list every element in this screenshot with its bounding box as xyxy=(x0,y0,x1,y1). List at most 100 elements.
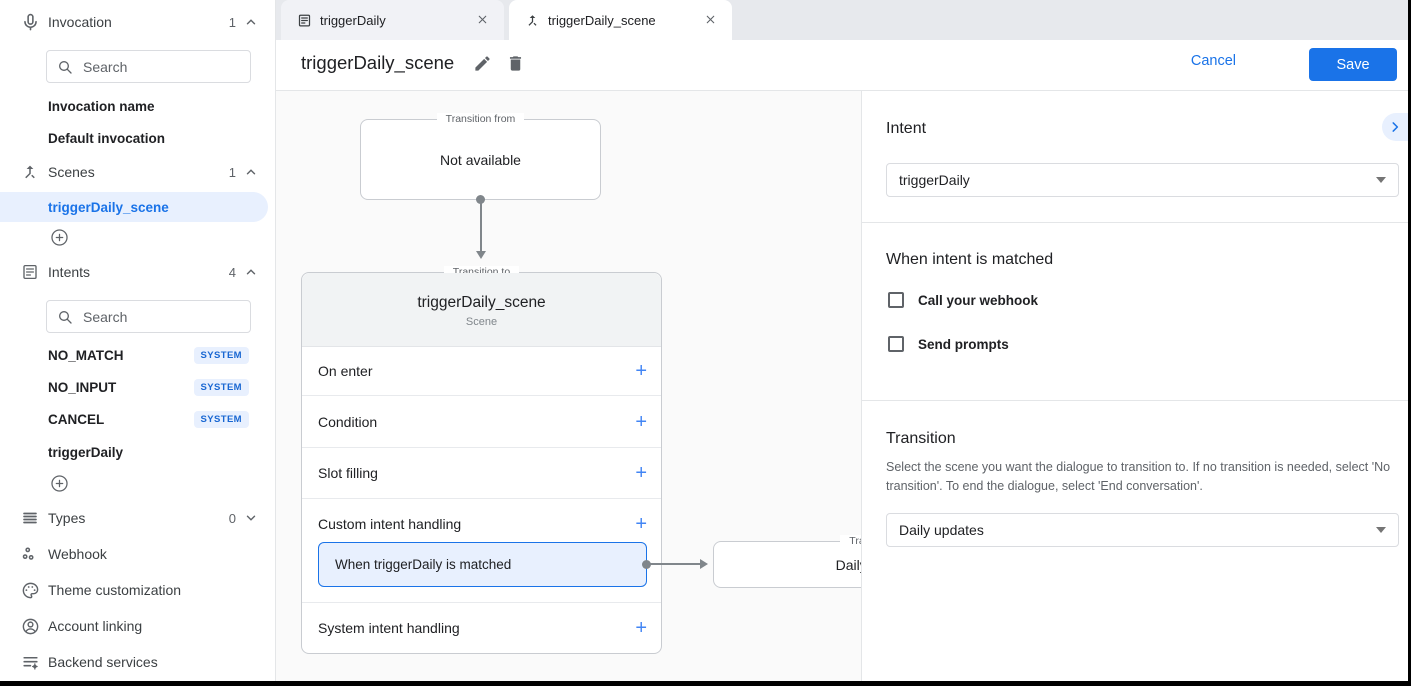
intents-search-input[interactable]: Search xyxy=(46,300,251,333)
system-badge: SYSTEM xyxy=(193,411,249,428)
checkbox-label: Send prompts xyxy=(918,336,1009,352)
page-title: triggerDaily_scene xyxy=(301,52,455,73)
intent-heading: Intent xyxy=(886,120,927,137)
scenes-icon xyxy=(525,13,540,28)
section-label: Invocation xyxy=(48,14,112,30)
system-badge: SYSTEM xyxy=(193,347,249,364)
scene-card-subtitle: Scene xyxy=(465,316,498,328)
sidebar-item-backend-services[interactable]: Backend services xyxy=(0,650,276,674)
section-label: Scenes xyxy=(48,164,95,180)
tab-label: triggerDaily xyxy=(320,12,386,28)
sidebar-item-triggerdaily[interactable]: triggerDaily xyxy=(48,445,124,460)
sidebar-item-no-match[interactable]: NO_MATCH xyxy=(48,348,124,363)
chevron-up-icon[interactable] xyxy=(244,15,258,29)
chevron-up-icon[interactable] xyxy=(244,165,258,179)
search-placeholder: Search xyxy=(83,58,128,75)
section-count: 4 xyxy=(228,264,236,280)
transition-from-box: Transition from Not available xyxy=(360,113,601,200)
connector-line-vertical xyxy=(480,203,482,251)
chevron-down-icon[interactable] xyxy=(244,511,258,525)
tab-bar: triggerDaily triggerDaily_scene xyxy=(276,0,1408,40)
intent-detail-panel: Intent triggerDaily When intent is match… xyxy=(861,91,1408,681)
types-icon xyxy=(18,506,42,530)
transition-from-value: Not available xyxy=(440,151,521,168)
scenes-icon xyxy=(18,160,42,184)
dropdown-caret-icon xyxy=(1376,177,1386,183)
tab-triggerdaily-scene[interactable]: triggerDaily_scene xyxy=(509,0,732,40)
add-on-enter-button[interactable]: + xyxy=(635,359,647,382)
page-header: triggerDaily_scene Cancel Save xyxy=(276,40,1408,91)
invocation-search-input[interactable]: Search xyxy=(46,50,251,83)
section-label: Intents xyxy=(48,264,91,280)
send-prompts-checkbox-row[interactable]: Send prompts xyxy=(888,336,1009,352)
sidebar-item-cancel[interactable]: CANCEL xyxy=(48,412,105,427)
collapse-panel-button[interactable] xyxy=(1382,113,1408,141)
transition-from-legend: Transition from xyxy=(361,113,600,125)
chevron-up-icon[interactable] xyxy=(244,265,258,279)
transition-description: Select the scene you want the dialogue t… xyxy=(886,460,1391,494)
chevron-right-icon xyxy=(1392,122,1399,132)
scene-row-on-enter: On enter + xyxy=(302,347,661,397)
sidebar-item-no-input[interactable]: NO_INPUT xyxy=(48,380,117,395)
when-intent-matched-heading: When intent is matched xyxy=(886,251,1054,268)
row-label: Custom intent handling xyxy=(318,515,462,532)
account-circle-icon xyxy=(18,614,42,638)
row-label: Condition xyxy=(318,413,378,430)
intent-select-value: triggerDaily xyxy=(899,172,970,188)
scene-row-slot-filling: Slot filling + xyxy=(302,448,661,499)
link-label: Account linking xyxy=(48,618,143,634)
edit-icon[interactable] xyxy=(473,54,493,74)
call-webhook-checkbox-row[interactable]: Call your webhook xyxy=(888,292,1038,308)
scene-diagram-canvas: Transition from Not available Transition… xyxy=(276,91,861,681)
add-intent-button[interactable] xyxy=(50,474,69,493)
checkbox-label: Call your webhook xyxy=(918,292,1039,308)
selected-scene-label: triggerDaily_scene xyxy=(48,199,169,215)
sidebar-section-intents[interactable]: Intents 4 xyxy=(0,260,276,284)
sidebar-item-invocation-name[interactable]: Invocation name xyxy=(48,99,155,114)
add-system-intent-button[interactable]: + xyxy=(635,617,647,640)
connector-line-horizontal xyxy=(650,563,700,565)
transition-heading: Transition xyxy=(886,430,956,447)
delete-icon[interactable] xyxy=(506,54,526,74)
intent-handler-when-triggerdaily-matched[interactable]: When triggerDaily is matched xyxy=(318,541,647,587)
microphone-icon xyxy=(18,10,42,34)
sidebar-section-scenes[interactable]: Scenes 1 xyxy=(0,160,276,184)
sidebar-section-invocation[interactable]: Invocation 1 xyxy=(0,10,276,34)
tab-triggerdaily[interactable]: triggerDaily xyxy=(281,0,504,40)
cancel-button[interactable]: Cancel xyxy=(1190,53,1236,69)
connector-dot xyxy=(476,195,485,204)
sidebar-item-default-invocation[interactable]: Default invocation xyxy=(48,131,166,146)
backend-services-icon xyxy=(18,650,42,674)
sidebar-item-triggerdaily-scene[interactable]: triggerDaily_scene xyxy=(0,192,268,222)
sidebar-item-webhook[interactable]: Webhook xyxy=(0,542,276,566)
section-label: Types xyxy=(48,510,86,526)
row-label: Slot filling xyxy=(318,464,378,481)
add-scene-button[interactable] xyxy=(50,228,69,247)
add-custom-intent-button[interactable]: + xyxy=(635,512,647,535)
dropdown-caret-icon xyxy=(1376,527,1386,533)
row-label: On enter xyxy=(318,362,373,379)
close-icon[interactable] xyxy=(476,13,490,27)
add-slot-filling-button[interactable]: + xyxy=(635,461,647,484)
save-button[interactable]: Save xyxy=(1309,48,1397,81)
webhook-icon xyxy=(18,542,42,566)
scene-row-custom-intent-handling: Custom intent handling + When triggerDai… xyxy=(302,499,661,604)
transition-select[interactable]: Daily updates xyxy=(886,513,1399,547)
link-label: Theme customization xyxy=(48,582,182,598)
sidebar: Invocation 1 Search Invocation name Defa… xyxy=(0,0,276,681)
add-condition-button[interactable]: + xyxy=(635,410,647,433)
checkbox-unchecked-icon[interactable] xyxy=(888,292,904,308)
divider xyxy=(862,222,1408,223)
checkbox-unchecked-icon[interactable] xyxy=(888,336,904,352)
intent-select[interactable]: triggerDaily xyxy=(886,163,1399,197)
link-label: Webhook xyxy=(48,546,107,562)
sidebar-item-account-linking[interactable]: Account linking xyxy=(0,614,276,638)
search-icon xyxy=(59,310,72,324)
sidebar-section-types[interactable]: Types 0 xyxy=(0,506,276,530)
intents-icon xyxy=(297,13,312,28)
close-icon[interactable] xyxy=(704,13,718,27)
scene-row-system-intent-handling: System intent handling + xyxy=(302,603,661,653)
search-icon xyxy=(59,60,72,74)
sidebar-item-theme-customization[interactable]: Theme customization xyxy=(0,578,276,602)
